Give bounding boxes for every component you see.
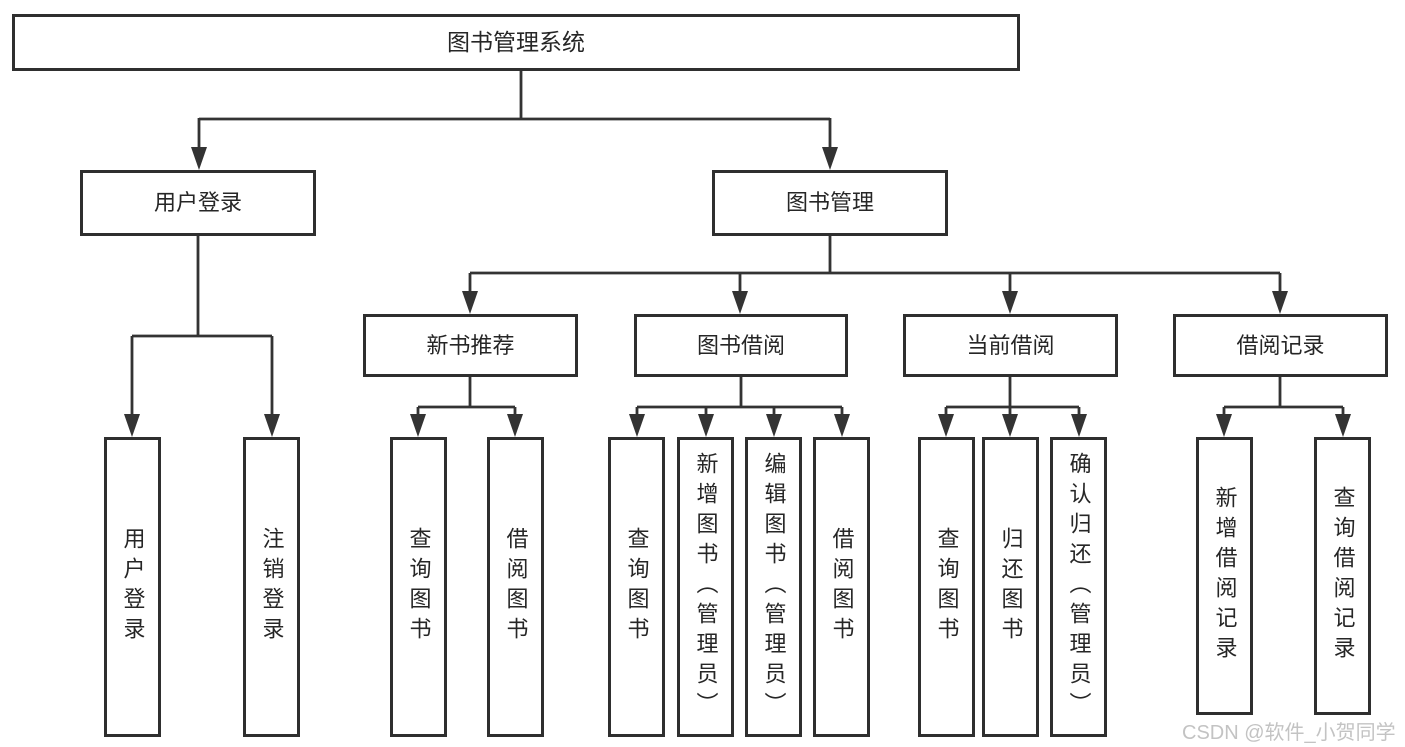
node-bb-edit-books-admin: 编辑图书（管理员） <box>745 437 802 737</box>
node-bb-query-books: 查询图书 <box>608 437 665 737</box>
node-current-borrow: 当前借阅 <box>903 314 1118 377</box>
node-borrow-records-label: 借阅记录 <box>1236 332 1325 358</box>
node-logout: 注销登录 <box>243 437 300 737</box>
node-login-label: 用户登录 <box>120 527 146 647</box>
node-logout-label: 注销登录 <box>259 527 285 647</box>
node-nb-query-books: 查询图书 <box>390 437 447 737</box>
node-nb-borrow-books: 借阅图书 <box>487 437 544 737</box>
node-book-management: 图书管理 <box>712 170 948 236</box>
node-new-book-recommend-label: 新书推荐 <box>426 332 515 358</box>
node-cb-query-books: 查询图书 <box>918 437 975 737</box>
node-nb-borrow-books-label: 借阅图书 <box>503 527 529 647</box>
node-book-borrow-label: 图书借阅 <box>696 332 785 358</box>
node-book-borrow: 图书借阅 <box>634 314 848 377</box>
node-cb-query-books-label: 查询图书 <box>934 527 960 647</box>
node-bb-query-books-label: 查询图书 <box>624 527 650 647</box>
node-br-add-record-label: 新增借阅记录 <box>1212 486 1238 666</box>
node-cb-confirm-return-admin: 确认归还（管理员） <box>1050 437 1107 737</box>
node-cb-return-books: 归还图书 <box>982 437 1039 737</box>
node-nb-query-books-label: 查询图书 <box>406 527 432 647</box>
node-root: 图书管理系统 <box>12 14 1020 71</box>
node-root-label: 图书管理系统 <box>447 29 585 55</box>
node-current-borrow-label: 当前借阅 <box>966 332 1055 358</box>
node-cb-confirm-return-admin-label: 确认归还（管理员） <box>1066 452 1092 722</box>
node-user-login-branch: 用户登录 <box>80 170 316 236</box>
node-bb-edit-books-admin-label: 编辑图书（管理员） <box>761 452 787 722</box>
node-borrow-records: 借阅记录 <box>1173 314 1388 377</box>
node-bb-borrow-books: 借阅图书 <box>813 437 870 737</box>
node-new-book-recommend: 新书推荐 <box>363 314 578 377</box>
node-bb-add-books-admin-label: 新增图书（管理员） <box>693 452 719 722</box>
node-login: 用户登录 <box>104 437 161 737</box>
node-br-query-record-label: 查询借阅记录 <box>1330 486 1356 666</box>
node-book-management-label: 图书管理 <box>785 190 874 215</box>
node-bb-add-books-admin: 新增图书（管理员） <box>677 437 734 737</box>
node-br-add-record: 新增借阅记录 <box>1196 437 1253 715</box>
node-br-query-record: 查询借阅记录 <box>1314 437 1371 715</box>
node-bb-borrow-books-label: 借阅图书 <box>829 527 855 647</box>
csdn-watermark: CSDN @软件_小贺同学 <box>1182 722 1396 744</box>
node-cb-return-books-label: 归还图书 <box>998 527 1024 647</box>
node-user-login-branch-label: 用户登录 <box>153 190 242 215</box>
